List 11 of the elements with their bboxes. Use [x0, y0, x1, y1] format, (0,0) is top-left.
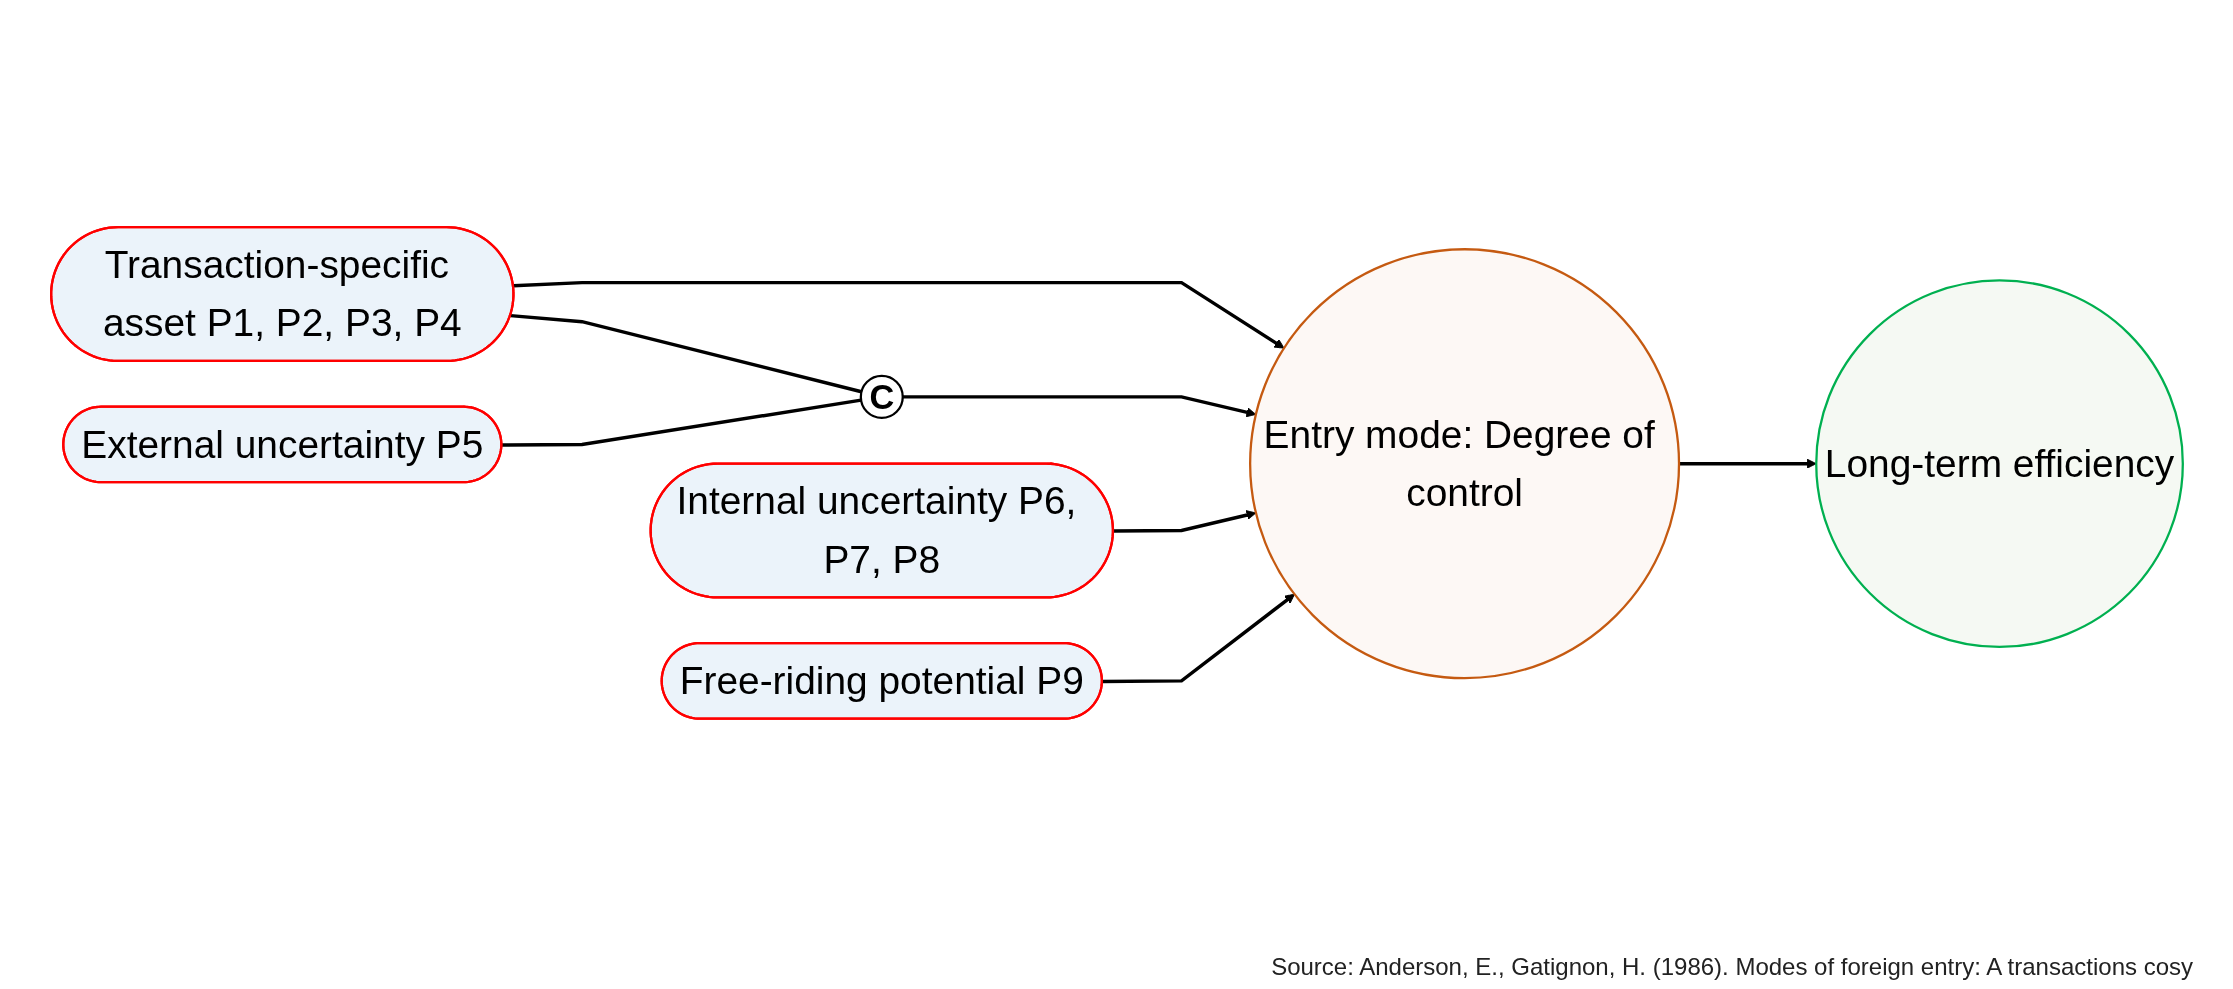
arrow	[512, 280, 1284, 349]
connector	[509, 313, 862, 394]
node-circle: C	[859, 374, 904, 419]
connector	[501, 398, 861, 447]
arrow	[902, 394, 1256, 417]
node-circle: Long-term efficiency	[1814, 278, 2184, 648]
arrow	[1678, 458, 1817, 469]
arrow	[1101, 593, 1295, 683]
node-circle: Entry mode: Degree of control	[1248, 247, 1680, 679]
arrow	[1112, 509, 1256, 533]
caption: Source: Anderson, E., Gatignon, H. (1986). Modes of foreign entry: A transactions cosy	[1270, 952, 2194, 982]
